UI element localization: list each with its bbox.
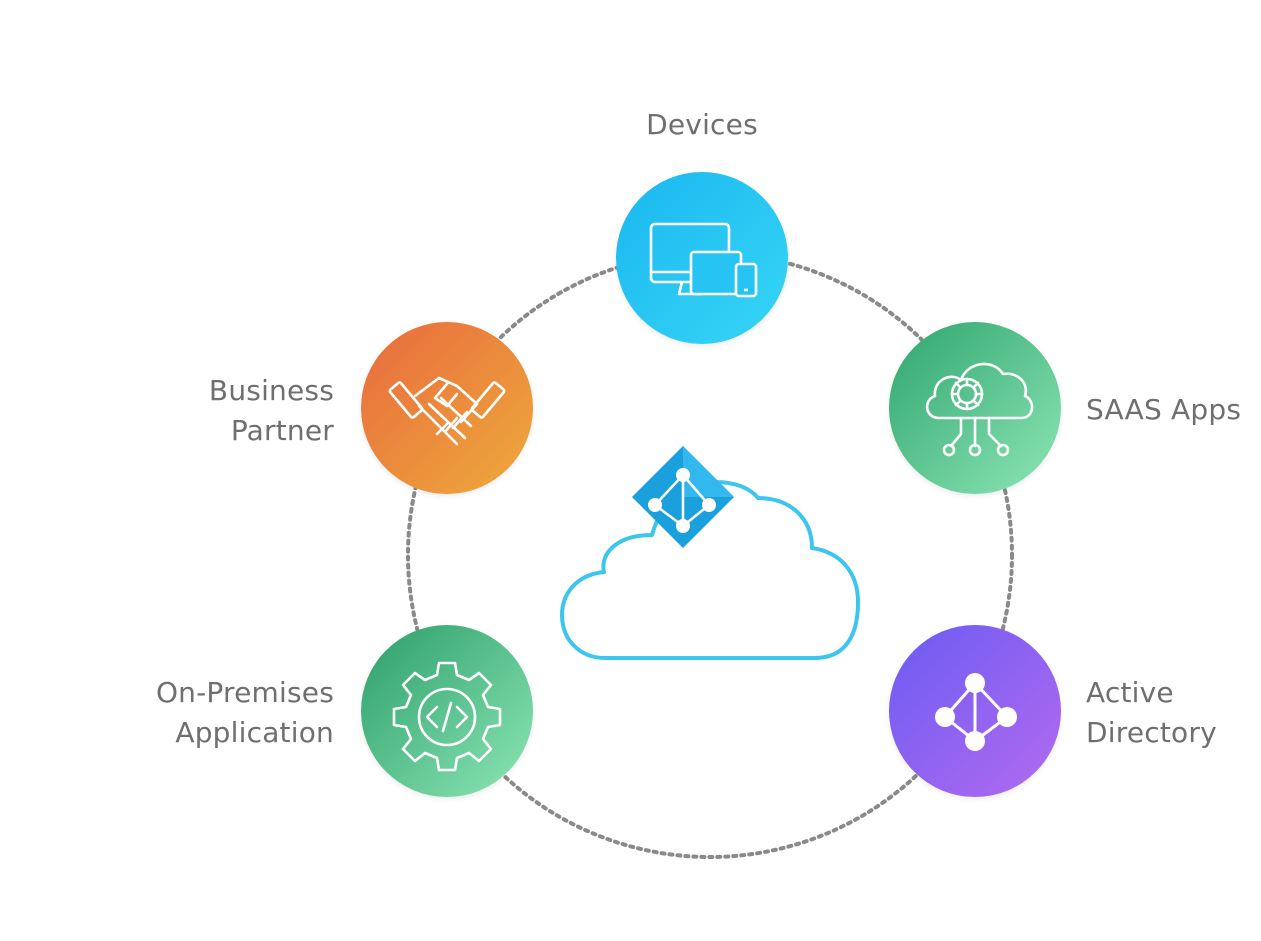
active-directory-label: Active Directory xyxy=(1086,676,1217,749)
azure-diamond-icon xyxy=(632,446,734,548)
on-premises-node xyxy=(361,625,533,797)
saas-apps-label: SAAS Apps xyxy=(1086,393,1242,426)
gear-code-icon xyxy=(392,661,502,772)
devices-node xyxy=(616,172,788,344)
business-partner-node xyxy=(361,322,533,494)
devices-icon xyxy=(649,222,758,298)
devices-label: Devices xyxy=(646,108,758,141)
saas-apps-node xyxy=(889,322,1061,494)
cloud-gear-network-icon xyxy=(925,362,1034,457)
business-partner-label: Business Partner xyxy=(208,374,334,447)
directory-network-icon xyxy=(935,673,1017,751)
on-premises-label: On-Premises Application xyxy=(155,676,334,749)
handshake-icon xyxy=(388,376,506,446)
active-directory-node xyxy=(889,625,1061,797)
